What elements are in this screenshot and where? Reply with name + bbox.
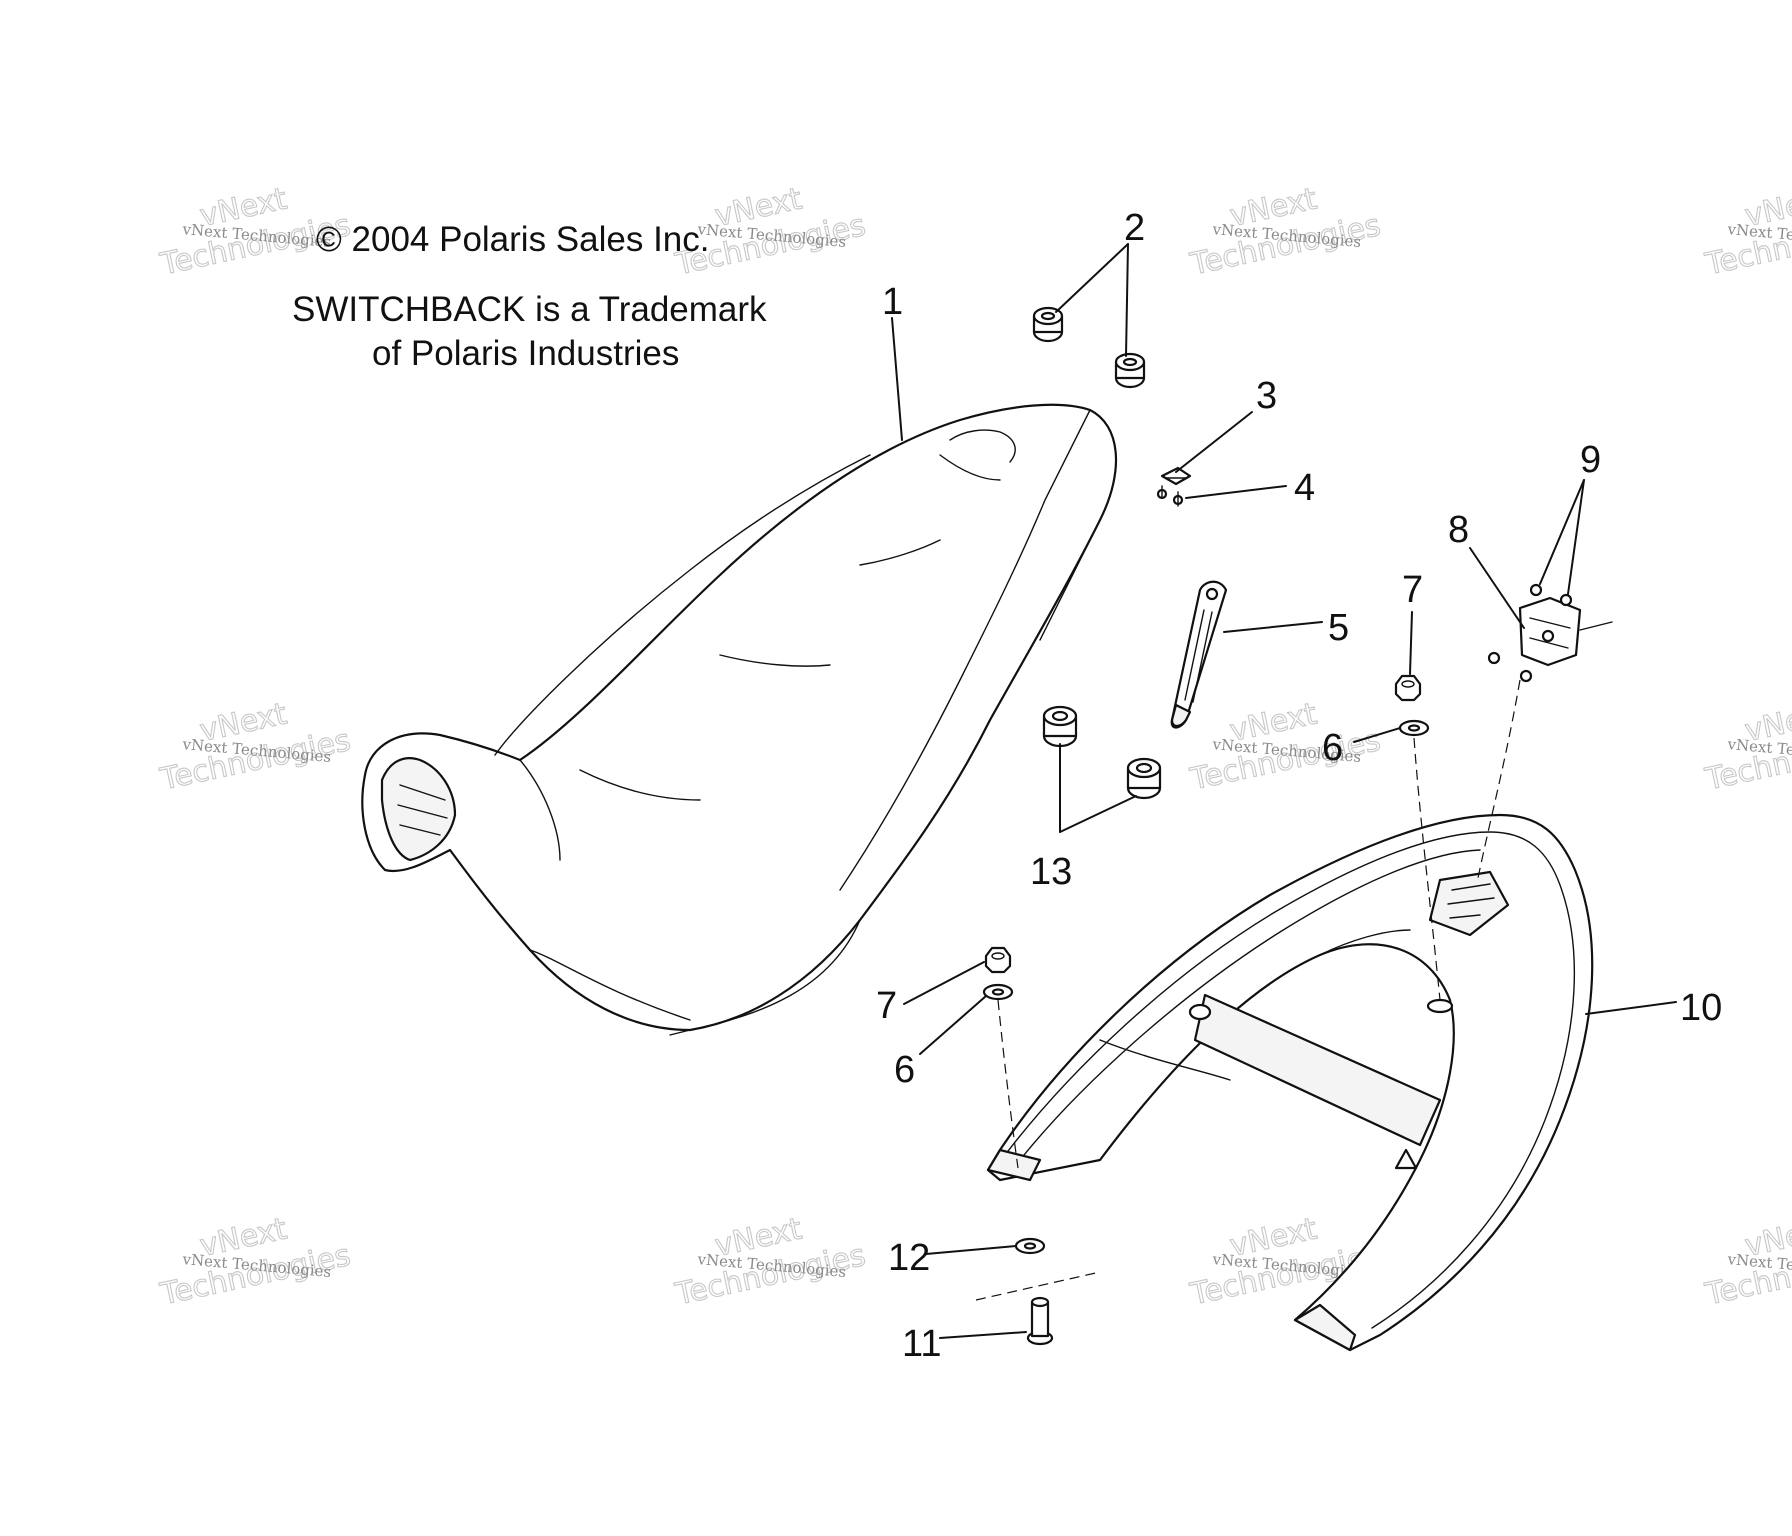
watermark-tile: vNext Technologies vNext Technologies bbox=[1186, 181, 1384, 283]
leader-5 bbox=[1223, 621, 1323, 633]
leader-12 bbox=[925, 1245, 1017, 1255]
watermark-tile: vNext Technologies vNext Technologies bbox=[1701, 181, 1792, 283]
stud-part-11 bbox=[1026, 1296, 1054, 1346]
leader-10 bbox=[1585, 1001, 1677, 1015]
watermark-tile: vNext Technologies vNext Technologies bbox=[671, 1211, 869, 1313]
grommet-part-2a bbox=[1032, 306, 1064, 343]
watermark-tile: vNext Technologies vNext Technologies bbox=[1701, 696, 1792, 798]
clip-part-3 bbox=[1160, 466, 1192, 486]
trademark-line-2: of Polaris Industries bbox=[372, 334, 680, 373]
callout-12: 12 bbox=[888, 1237, 930, 1279]
callout-7-left: 7 bbox=[876, 985, 897, 1027]
washer-part-6-left bbox=[982, 983, 1014, 1001]
callout-numbers: 1 2 3 4 5 7 6 8 9 13 10 7 6 12 11 bbox=[876, 207, 1722, 1365]
watermark-tile: vNext Technologies vNext Technologies bbox=[156, 696, 354, 798]
assembly-line-left bbox=[997, 999, 1019, 1169]
washer-part-6-right bbox=[1398, 719, 1430, 737]
seat-part-1 bbox=[361, 403, 1118, 1036]
screw-part-4 bbox=[1156, 485, 1184, 507]
callout-6-left: 6 bbox=[894, 1049, 915, 1091]
leader-7-left bbox=[903, 961, 985, 1005]
leader-9b bbox=[1567, 479, 1585, 595]
grommet-part-13a bbox=[1042, 705, 1078, 748]
leader-13b bbox=[1059, 795, 1137, 833]
leader-lines bbox=[891, 243, 1677, 1339]
callout-3: 3 bbox=[1256, 375, 1277, 417]
nut-part-7-left bbox=[984, 946, 1012, 974]
callout-4: 4 bbox=[1294, 467, 1315, 509]
watermark-tile: vNext Technologies vNext Technologies bbox=[156, 181, 354, 283]
strap-part-5 bbox=[1170, 580, 1228, 729]
callout-10: 10 bbox=[1680, 987, 1722, 1029]
callout-13: 13 bbox=[1030, 851, 1072, 893]
callout-6-right: 6 bbox=[1322, 727, 1343, 769]
leader-2a bbox=[1055, 243, 1129, 313]
callout-11: 11 bbox=[902, 1323, 941, 1365]
seat-base-part-10 bbox=[986, 813, 1594, 1352]
leader-8 bbox=[1469, 547, 1525, 629]
callout-5: 5 bbox=[1328, 607, 1349, 649]
leader-6-left bbox=[919, 995, 987, 1055]
leader-9a bbox=[1539, 479, 1585, 585]
screw-part-9 bbox=[1487, 583, 1573, 683]
trademark-line-1: SWITCHBACK is a Trademark bbox=[292, 290, 767, 329]
copyright-notice: © 2004 Polaris Sales Inc. bbox=[316, 220, 710, 259]
callout-7-right: 7 bbox=[1402, 569, 1423, 611]
assembly-line-bracket bbox=[1477, 679, 1521, 879]
watermark-tile: vNext Technologies vNext Technologies bbox=[156, 1211, 354, 1313]
callout-9: 9 bbox=[1580, 439, 1601, 481]
nut-part-7-right bbox=[1394, 674, 1422, 702]
callout-1: 1 bbox=[882, 281, 903, 323]
watermark-tile: vNext Technologies vNext Technologies bbox=[1186, 696, 1384, 798]
leader-6-right bbox=[1353, 727, 1401, 743]
leader-2b bbox=[1125, 243, 1129, 357]
grommet-part-2b bbox=[1114, 352, 1146, 389]
leader-4 bbox=[1185, 485, 1287, 499]
leader-7-right bbox=[1409, 611, 1413, 675]
grommet-part-13b bbox=[1126, 757, 1162, 800]
leader-3 bbox=[1175, 411, 1253, 473]
washer-part-12 bbox=[1014, 1237, 1046, 1255]
leader-11 bbox=[939, 1331, 1027, 1339]
callout-8: 8 bbox=[1448, 509, 1469, 551]
assembly-line-stud bbox=[975, 1271, 1101, 1301]
leader-1 bbox=[891, 317, 903, 441]
assembly-line-right bbox=[1413, 737, 1441, 1001]
watermark-tile: vNext Technologies vNext Technologies bbox=[1701, 1211, 1792, 1313]
callout-2: 2 bbox=[1124, 207, 1145, 249]
latch-bracket-part-8 bbox=[1518, 596, 1613, 667]
